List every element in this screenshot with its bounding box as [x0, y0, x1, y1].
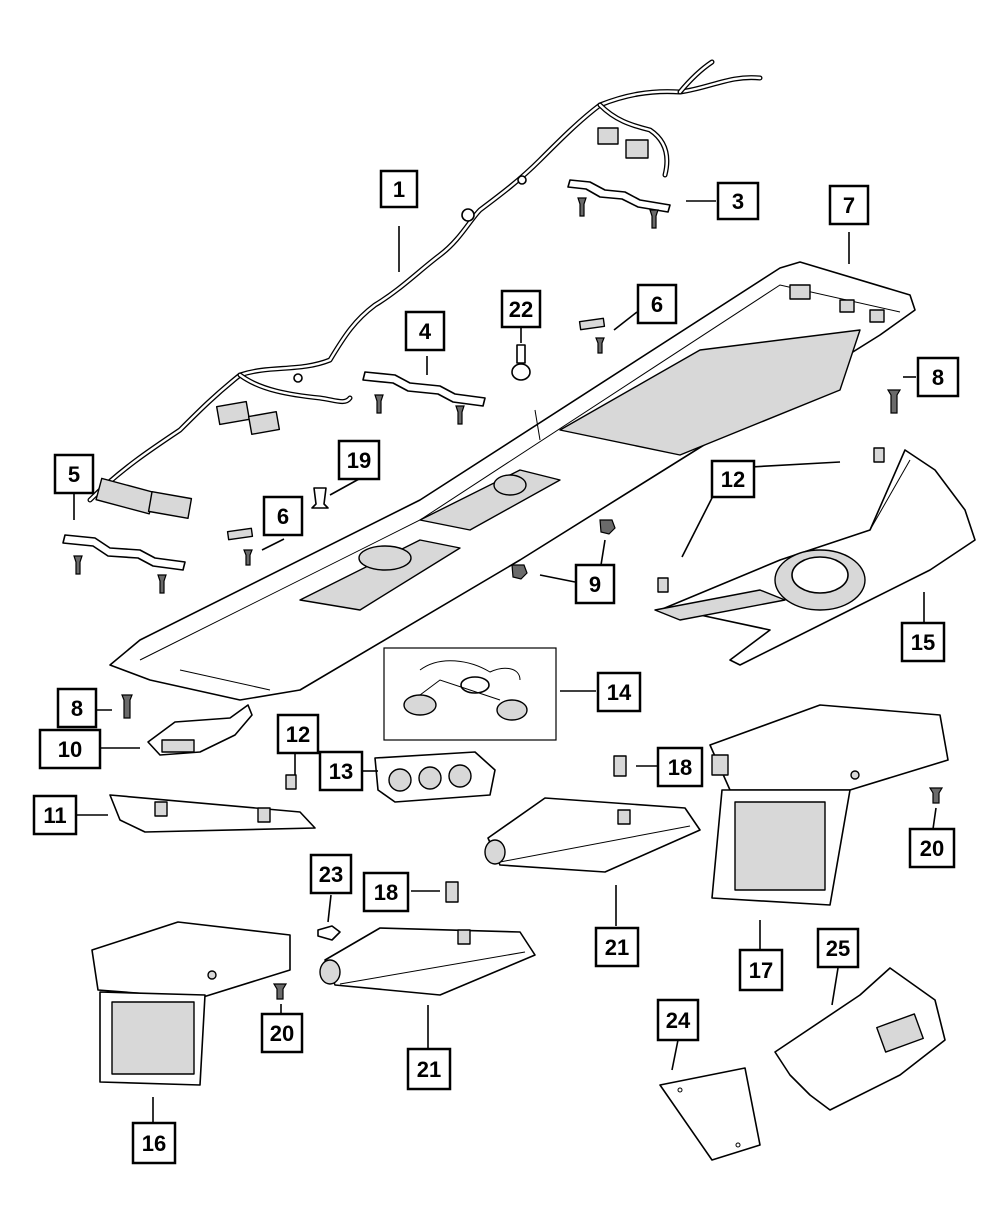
callout-23: 23 [309, 853, 353, 895]
callout-6-upper: 6 [636, 283, 678, 325]
cover-panel-25 [774, 967, 946, 1111]
svg-text:1: 1 [393, 177, 405, 202]
callout-19: 19 [337, 439, 381, 481]
svg-text:17: 17 [749, 958, 773, 983]
video-monitor-17 [709, 704, 949, 906]
callout-12-lower: 12 [276, 713, 320, 755]
overhead-console-7 [109, 261, 916, 701]
dvd-player-21-lower [319, 927, 536, 996]
callout-18-upper: 18 [656, 746, 704, 788]
callout-4: 4 [404, 310, 446, 352]
svg-text:13: 13 [329, 759, 353, 784]
svg-text:15: 15 [911, 630, 935, 655]
callout-8-right: 8 [916, 356, 960, 398]
svg-text:8: 8 [932, 365, 944, 390]
svg-text:18: 18 [374, 880, 398, 905]
video-monitor-16 [91, 921, 291, 1086]
screw-20-right [928, 787, 944, 804]
svg-text:14: 14 [607, 680, 632, 705]
svg-text:12: 12 [286, 722, 310, 747]
svg-text:3: 3 [732, 189, 744, 214]
callout-18-lower: 18 [362, 871, 410, 913]
svg-text:7: 7 [843, 193, 855, 218]
clip-6-lower [226, 527, 254, 566]
clip-12-pair [657, 447, 885, 593]
callout-17: 17 [738, 948, 784, 992]
bracket-5 [62, 534, 186, 594]
svg-text:24: 24 [666, 1008, 691, 1033]
screw-20-left [272, 983, 288, 1000]
reading-lamp-kit-14 [383, 647, 557, 741]
lamp-housing-10 [121, 694, 253, 756]
svg-text:12: 12 [721, 467, 745, 492]
svg-text:16: 16 [142, 1131, 166, 1156]
svg-text:8: 8 [71, 696, 83, 721]
callout-20-right: 20 [908, 827, 956, 869]
bracket-3 [567, 179, 671, 229]
clip-6-upper [578, 317, 606, 354]
callout-25: 25 [816, 927, 860, 969]
callout-14: 14 [596, 671, 642, 713]
callout-21-upper: 21 [594, 926, 640, 968]
svg-text:21: 21 [417, 1057, 441, 1082]
callout-15: 15 [900, 621, 946, 663]
trim-panel-11 [109, 774, 316, 833]
callout-24: 24 [656, 998, 700, 1042]
svg-text:25: 25 [826, 936, 850, 961]
push-rivet-23 [317, 925, 341, 941]
screw-8-right [886, 389, 902, 414]
svg-text:19: 19 [347, 448, 371, 473]
dvd-player-21-upper [484, 797, 701, 873]
svg-text:23: 23 [319, 862, 343, 887]
callout-13: 13 [318, 750, 364, 792]
callout-5: 5 [53, 453, 95, 495]
svg-text:11: 11 [43, 803, 66, 828]
svg-text:20: 20 [920, 836, 944, 861]
callout-21-lower: 21 [406, 1047, 452, 1091]
svg-text:5: 5 [68, 462, 80, 487]
callout-20-left: 20 [260, 1012, 304, 1054]
callout-9: 9 [574, 563, 616, 605]
wiring-harness [87, 59, 763, 520]
callout-16: 16 [131, 1121, 177, 1165]
svg-text:18: 18 [668, 755, 692, 780]
callout-12-upper: 12 [710, 459, 756, 499]
callout-7: 7 [828, 184, 870, 226]
svg-text:6: 6 [651, 292, 663, 317]
callout-10: 10 [38, 728, 102, 770]
svg-text:22: 22 [509, 297, 533, 322]
callout-6-lower: 6 [262, 495, 304, 537]
clip-18-lower [445, 881, 459, 903]
callout-3: 3 [716, 181, 760, 221]
svg-text:9: 9 [589, 572, 601, 597]
callout-11: 11 [32, 794, 78, 836]
clip-18-upper [613, 755, 627, 777]
svg-text:21: 21 [605, 935, 629, 960]
svg-text:6: 6 [277, 504, 289, 529]
nut-9 [511, 519, 616, 580]
svg-text:4: 4 [419, 319, 432, 344]
control-panel-13 [374, 751, 496, 803]
svg-text:20: 20 [270, 1021, 294, 1046]
filler-panel-24 [659, 1067, 761, 1161]
push-pin-19 [311, 487, 329, 509]
callout-1: 1 [379, 169, 419, 209]
callout-22: 22 [500, 289, 542, 329]
fastener-22 [511, 344, 531, 381]
console-cover-15 [654, 449, 976, 666]
svg-text:10: 10 [58, 737, 82, 762]
callout-8-left: 8 [56, 687, 98, 729]
bracket-4 [362, 371, 486, 425]
